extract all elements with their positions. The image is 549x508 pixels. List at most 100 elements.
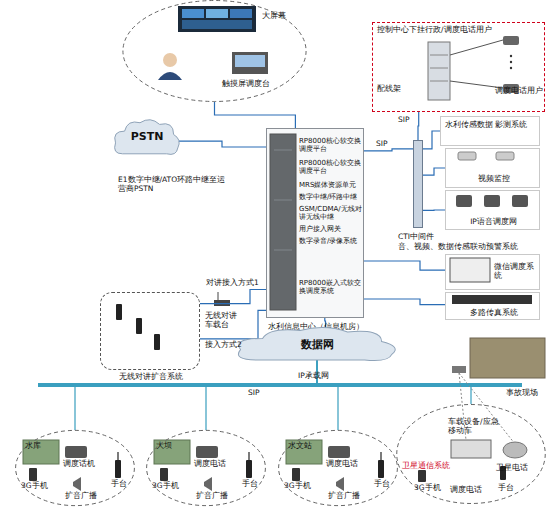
node-text: 调度话机 bbox=[63, 460, 103, 469]
dashed-ellipse bbox=[397, 405, 546, 504]
diagram-label: SIP bbox=[248, 389, 260, 398]
distribution-frame bbox=[428, 42, 450, 100]
connector bbox=[423, 131, 440, 149]
emergency-vehicle bbox=[451, 440, 491, 458]
edge-label: SIP bbox=[376, 140, 388, 149]
connector bbox=[364, 261, 445, 270]
camera-icon bbox=[458, 152, 476, 160]
edge-label: 对讲接入方式1 bbox=[206, 279, 259, 288]
node-text: 3G手机 bbox=[414, 484, 448, 493]
node-text: 调度电话 bbox=[194, 460, 234, 469]
control-center: 控制中心下挂行政/调度电话用户配线架 调度电话用户 bbox=[372, 22, 545, 112]
connector bbox=[364, 299, 445, 305]
node-text: 卫星通信系统 bbox=[402, 462, 462, 471]
connector bbox=[317, 360, 471, 404]
node-text: 调度电话 bbox=[326, 460, 366, 469]
node-text: 3G手机 bbox=[284, 482, 320, 491]
handheld-radio bbox=[116, 304, 122, 320]
node-text: 调度电话 bbox=[450, 486, 490, 495]
node-text: 数字录音/录像系统 bbox=[299, 237, 363, 245]
node-text: 视频监控 bbox=[446, 175, 541, 184]
edge-label: 接入方式2 bbox=[205, 341, 242, 350]
connector bbox=[364, 149, 413, 151]
connector bbox=[179, 141, 267, 147]
phone-icon bbox=[503, 36, 519, 45]
handheld-radio bbox=[154, 334, 160, 350]
node-text: 配线架 bbox=[377, 85, 417, 94]
diagram-label: 无线对讲 车载台 bbox=[205, 312, 245, 329]
node-text: IP语音调度网 bbox=[446, 218, 541, 227]
mobile-phone bbox=[418, 470, 426, 482]
node-text: 控制中心下挂行政/调度电话用户 bbox=[377, 26, 497, 35]
node-text: CTI中间件 bbox=[398, 233, 448, 242]
dashed-ellipse bbox=[147, 430, 266, 505]
screen-panel bbox=[182, 9, 204, 18]
site-group: 水文站3G手机调度电话手台扩音广播 bbox=[278, 430, 398, 506]
node-text: PSTN bbox=[112, 131, 182, 144]
node-text: 水文站 bbox=[288, 442, 318, 451]
node-text: RP8000嵌入式软交换调度系统 bbox=[299, 279, 363, 295]
node-text: 卫星电话 bbox=[496, 464, 536, 473]
radio-antenna bbox=[218, 292, 219, 300]
touch-console bbox=[232, 52, 268, 74]
screen-panel bbox=[182, 20, 252, 29]
ip-phone bbox=[456, 195, 472, 207]
frame-line bbox=[430, 68, 448, 69]
node-text: 扩音广播 bbox=[65, 492, 105, 501]
connector bbox=[206, 360, 317, 430]
node-text: 数据网 bbox=[232, 339, 402, 352]
node-text: 大坝 bbox=[156, 442, 186, 451]
connector bbox=[215, 102, 296, 128]
radio-system: 无线对讲扩音系统 bbox=[100, 292, 200, 370]
video-monitor: 视频监控 bbox=[445, 148, 540, 188]
connector bbox=[200, 290, 266, 304]
emergency-site: 卫星通信系统 车载设备/应急移动车卫星电话 3G手机调度电话手台 bbox=[396, 404, 546, 504]
big-screen bbox=[178, 6, 256, 32]
node-text: 调度电话用户 bbox=[495, 87, 545, 96]
handheld-radio bbox=[136, 318, 142, 334]
node-text: RP8000核心软交换调度平台 bbox=[299, 137, 363, 153]
ellipsis-dot bbox=[510, 67, 512, 69]
data-network: 数据网 bbox=[232, 324, 402, 364]
terminal-group: 大屏幕触摸屏调度台 bbox=[122, 0, 307, 102]
node-text: RP8000核心软交换调度平台 bbox=[299, 159, 363, 175]
node-text: 用户接入网关 bbox=[299, 225, 363, 233]
node-text: GSM/CDMA/无线对讲无线中继 bbox=[299, 205, 363, 221]
node-text: 手台 bbox=[242, 480, 266, 489]
node-text: 触摸屏调度台 bbox=[222, 80, 292, 89]
satellite-dish bbox=[503, 442, 527, 458]
ip-voice-net: IP语音调度网 bbox=[445, 190, 540, 230]
node-text: 手台 bbox=[111, 480, 135, 489]
node-text: 微信调度系统 bbox=[494, 263, 540, 280]
console-screen bbox=[235, 55, 265, 67]
connector bbox=[75, 360, 317, 430]
fax-unit bbox=[452, 295, 532, 304]
sms-device bbox=[450, 258, 490, 282]
site-group: 水库 3G手机 调度话机手台扩音广播 bbox=[15, 430, 135, 506]
node-text: 3G手机 bbox=[21, 482, 57, 491]
ellipsis-dot bbox=[510, 55, 512, 57]
diagram-label: 事故现场 bbox=[506, 389, 538, 398]
site-group: 大坝3G手机调度电话手台扩音广播 bbox=[146, 430, 266, 506]
edge-label: SIP bbox=[398, 116, 410, 125]
diagram-label: 音、视频、数据传感联动预警系统 bbox=[398, 243, 518, 252]
connector bbox=[317, 360, 338, 430]
node-text: 手台 bbox=[498, 484, 526, 493]
phone-wire bbox=[450, 40, 503, 55]
connector bbox=[417, 112, 419, 140]
ip-phone bbox=[512, 195, 528, 207]
node-text: 数字中继/环路中继 bbox=[299, 193, 363, 201]
ip-phone bbox=[484, 195, 500, 207]
node-text: 水库 bbox=[25, 442, 55, 451]
frame-line bbox=[430, 81, 448, 82]
node-text: 手台 bbox=[374, 480, 398, 489]
node-text: 3G手机 bbox=[152, 482, 188, 491]
node-text: MRS媒体资源单元 bbox=[299, 181, 363, 189]
rack-cabinet: RP8000核心软交换调度平台 RP8000核心软交换调度平台 MRS媒体资源单元数… bbox=[266, 128, 364, 318]
dashed-ellipse bbox=[279, 430, 398, 505]
node-text: 无线对讲扩音系统 bbox=[101, 373, 201, 382]
diagram-label: IP承载网 bbox=[298, 372, 329, 381]
node-text: 车载设备/应急移动车 bbox=[448, 418, 500, 435]
frame-line bbox=[430, 55, 448, 56]
screen-panel bbox=[230, 9, 252, 18]
